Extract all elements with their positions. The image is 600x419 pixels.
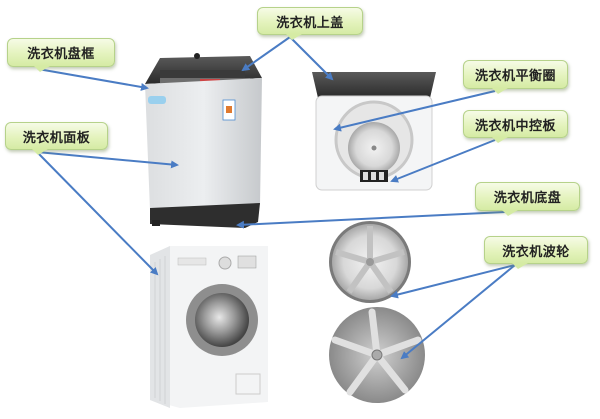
callout-tail xyxy=(32,149,48,155)
front-loader-image xyxy=(150,246,268,408)
callout-balance-label: 洗衣机平衡圈 xyxy=(474,69,556,84)
callout-frame-label: 洗衣机盘框 xyxy=(27,47,95,62)
callout-tail xyxy=(34,66,50,72)
callout-impeller: 洗衣机波轮 xyxy=(484,236,588,269)
arrow-balance xyxy=(333,90,496,132)
arrow-base xyxy=(236,211,506,229)
arrow-panel-2 xyxy=(36,151,159,276)
callout-panel-label: 洗衣机面板 xyxy=(22,130,91,146)
arrow-impeller-1 xyxy=(390,264,516,299)
callout-lid-label: 洗衣机上盖 xyxy=(276,15,344,31)
callout-base-label: 洗衣机底盘 xyxy=(493,191,562,206)
callout-control: 洗衣机中控板 xyxy=(463,110,568,143)
arrow-panel-1 xyxy=(36,151,179,169)
callout-lid: 洗衣机上盖 xyxy=(257,7,363,40)
callout-panel: 洗衣机面板 xyxy=(5,122,108,155)
arrow-lid-2 xyxy=(289,36,334,81)
callout-balance: 洗衣机平衡圈 xyxy=(463,60,568,94)
callout-tail xyxy=(492,137,508,143)
top-loader-open-image xyxy=(312,72,436,191)
impeller-2-image xyxy=(329,307,425,403)
arrow-lid-1 xyxy=(241,36,291,72)
arrow-control xyxy=(390,139,496,183)
callout-impeller-label: 洗衣机波轮 xyxy=(502,244,570,260)
callout-tail xyxy=(492,88,508,94)
callout-tail xyxy=(512,263,528,269)
callout-tail xyxy=(502,210,518,216)
arrow-frame xyxy=(37,68,149,91)
callout-control-label: 洗衣机中控板 xyxy=(474,118,556,134)
top-loader-closed-image xyxy=(145,53,262,228)
callout-tail xyxy=(286,34,302,40)
callout-frame: 洗衣机盘框 xyxy=(7,38,115,72)
impeller-1-image xyxy=(329,221,411,303)
arrow-impeller-2 xyxy=(400,264,516,360)
callout-base: 洗衣机底盘 xyxy=(475,182,580,216)
